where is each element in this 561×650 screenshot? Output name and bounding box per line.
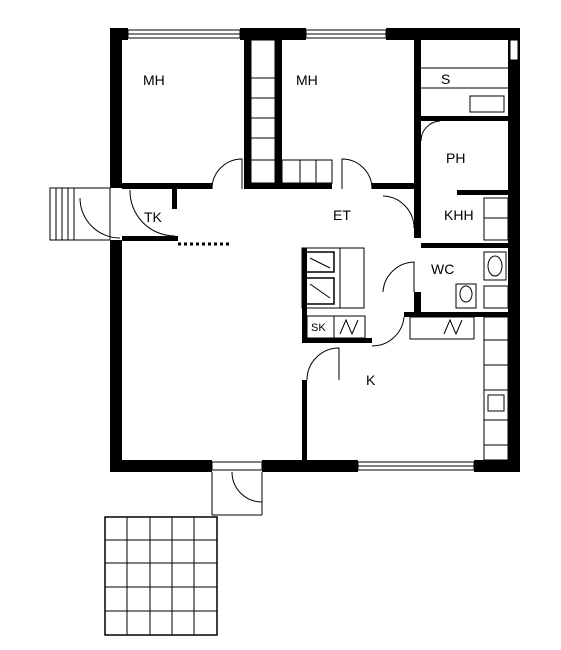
terrace — [104, 472, 263, 636]
entrance-porch — [49, 187, 111, 241]
room-label-mh1: MH — [143, 72, 165, 88]
bathroom-fixtures — [455, 197, 509, 309]
s-shelving — [421, 67, 508, 113]
room-label-et: ET — [333, 207, 351, 223]
interior-walls — [122, 40, 508, 460]
room-label-khh: KHH — [444, 207, 474, 223]
closet-shelving — [250, 39, 333, 184]
room-label-s: S — [441, 71, 450, 87]
kitchen-counters — [409, 316, 509, 461]
room-label-mh2: MH — [296, 72, 318, 88]
sk-cabinet — [306, 315, 366, 339]
room-label-sk: SK — [311, 322, 326, 334]
room-label-wc: WC — [431, 261, 454, 277]
doors — [79, 120, 441, 503]
fireplace — [301, 247, 365, 309]
exterior-walls — [110, 28, 520, 472]
windows — [127, 29, 519, 471]
room-label-k: K — [366, 372, 376, 388]
room-label-ph: PH — [446, 150, 465, 166]
room-label-tk: TK — [144, 209, 163, 225]
